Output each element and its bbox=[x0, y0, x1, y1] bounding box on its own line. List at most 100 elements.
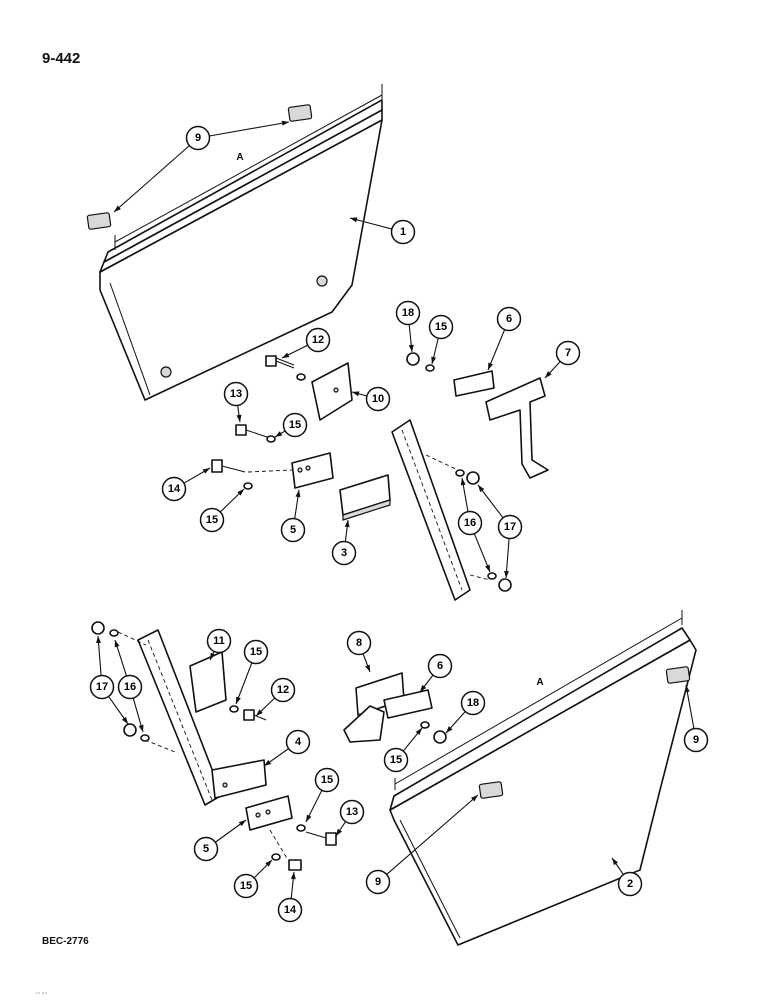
callout-circle bbox=[395, 300, 421, 326]
callout-circle bbox=[193, 836, 219, 862]
callout-circle bbox=[555, 340, 581, 366]
leader-line-9 bbox=[685, 684, 695, 729]
callout-circle bbox=[89, 674, 115, 700]
callout-circle bbox=[331, 540, 357, 566]
leader-line-9 bbox=[209, 121, 290, 137]
callout-number: 13 bbox=[346, 806, 358, 818]
callout-circle bbox=[117, 674, 143, 700]
callout-circle bbox=[270, 677, 296, 703]
callout-number: 15 bbox=[435, 321, 447, 333]
callout-2: 2 bbox=[617, 871, 643, 897]
leader-arrowhead bbox=[275, 431, 283, 437]
callout-number: 13 bbox=[230, 388, 242, 400]
callout-17: 17 bbox=[89, 674, 115, 700]
callout-4: 4 bbox=[285, 729, 311, 755]
dimension-label-lower: A bbox=[536, 677, 543, 688]
leader-arrowhead bbox=[504, 570, 510, 578]
callout-circle bbox=[457, 510, 483, 536]
callout-circle bbox=[460, 690, 486, 716]
leader-arrowhead bbox=[236, 696, 241, 704]
leader-arrowhead bbox=[365, 664, 370, 672]
leader-line-9 bbox=[113, 145, 190, 213]
callout-circle bbox=[497, 514, 523, 540]
callout-circle bbox=[617, 871, 643, 897]
leader-line-6 bbox=[487, 329, 506, 371]
callout-circle bbox=[346, 630, 372, 656]
callout-number: 17 bbox=[504, 521, 516, 533]
leader-arrowhead bbox=[415, 728, 422, 736]
leader-arrowhead bbox=[350, 217, 358, 223]
callout-circle bbox=[496, 306, 522, 332]
leader-arrowhead bbox=[488, 362, 493, 370]
callout-16: 16 bbox=[457, 510, 483, 536]
callout-circle bbox=[427, 653, 453, 679]
leader-arrowhead bbox=[295, 490, 301, 498]
callout-14: 14 bbox=[161, 476, 187, 502]
bracket-hardware-upper-right bbox=[406, 352, 549, 479]
leader-arrowhead bbox=[485, 564, 490, 572]
callout-number: 1 bbox=[400, 226, 406, 238]
reference-code: BEC-2776 bbox=[42, 936, 89, 947]
callout-15: 15 bbox=[233, 873, 259, 899]
leader-arrowhead bbox=[446, 726, 453, 733]
callout-15: 15 bbox=[314, 767, 340, 793]
callout-circle bbox=[339, 799, 365, 825]
callout-circle bbox=[383, 747, 409, 773]
leader-arrowhead bbox=[114, 640, 120, 648]
callout-circle bbox=[365, 386, 391, 412]
leader-arrowhead bbox=[408, 344, 414, 352]
callout-9: 9 bbox=[185, 125, 211, 151]
callout-18: 18 bbox=[460, 690, 486, 716]
scan-mark: ʻʻʻ ʻʻʻʻ bbox=[36, 993, 47, 999]
leader-arrowhead bbox=[478, 485, 485, 493]
leader-arrowhead bbox=[256, 709, 263, 716]
callout-number: 14 bbox=[284, 904, 297, 916]
leader-line-1 bbox=[349, 217, 393, 230]
callout-circle bbox=[305, 327, 331, 353]
upper-side-panel bbox=[99, 84, 383, 401]
callout-number: 9 bbox=[375, 876, 381, 888]
callout-circle bbox=[280, 517, 306, 543]
callout-number: 18 bbox=[402, 307, 414, 319]
leader-arrowhead bbox=[202, 468, 210, 474]
callout-number: 18 bbox=[467, 697, 479, 709]
callout-number: 9 bbox=[693, 734, 699, 746]
callout-number: 10 bbox=[372, 393, 384, 405]
page-number: 9-442 bbox=[42, 50, 81, 67]
leader-arrowhead bbox=[282, 352, 290, 358]
callout-10: 10 bbox=[365, 386, 391, 412]
callout-11: 11 bbox=[206, 628, 232, 654]
leader-arrowhead bbox=[612, 858, 619, 866]
callout-15: 15 bbox=[428, 314, 454, 340]
callout-number: 4 bbox=[295, 736, 302, 748]
leader-arrowhead bbox=[420, 684, 427, 692]
leader-arrowhead bbox=[264, 759, 272, 766]
callout-number: 12 bbox=[312, 334, 324, 346]
callout-number: 16 bbox=[464, 517, 476, 529]
callout-circle bbox=[199, 507, 225, 533]
callout-number: 3 bbox=[341, 547, 347, 559]
leader-arrowhead bbox=[265, 860, 272, 867]
leader-arrowhead bbox=[138, 724, 144, 732]
callout-number: 14 bbox=[168, 483, 181, 495]
callout-9: 9 bbox=[365, 869, 391, 895]
callout-9: 9 bbox=[683, 727, 709, 753]
callout-15: 15 bbox=[199, 507, 225, 533]
callout-circle bbox=[243, 639, 269, 665]
bracket-hardware-upper-left bbox=[211, 355, 391, 521]
leader-arrowhead bbox=[471, 795, 478, 802]
callout-number: 6 bbox=[506, 313, 512, 325]
callout-number: 15 bbox=[240, 880, 252, 892]
leader-arrowhead bbox=[336, 828, 342, 836]
leader-arrowhead bbox=[237, 489, 244, 496]
callout-12: 12 bbox=[270, 677, 296, 703]
callout-number: 17 bbox=[96, 681, 108, 693]
callout-7: 7 bbox=[555, 340, 581, 366]
callout-18: 18 bbox=[395, 300, 421, 326]
callout-number: 6 bbox=[437, 660, 443, 672]
leader-arrowhead bbox=[545, 371, 552, 378]
callout-number: 15 bbox=[321, 774, 333, 786]
callout-14: 14 bbox=[277, 897, 303, 923]
callout-circle bbox=[285, 729, 311, 755]
callout-13: 13 bbox=[339, 799, 365, 825]
